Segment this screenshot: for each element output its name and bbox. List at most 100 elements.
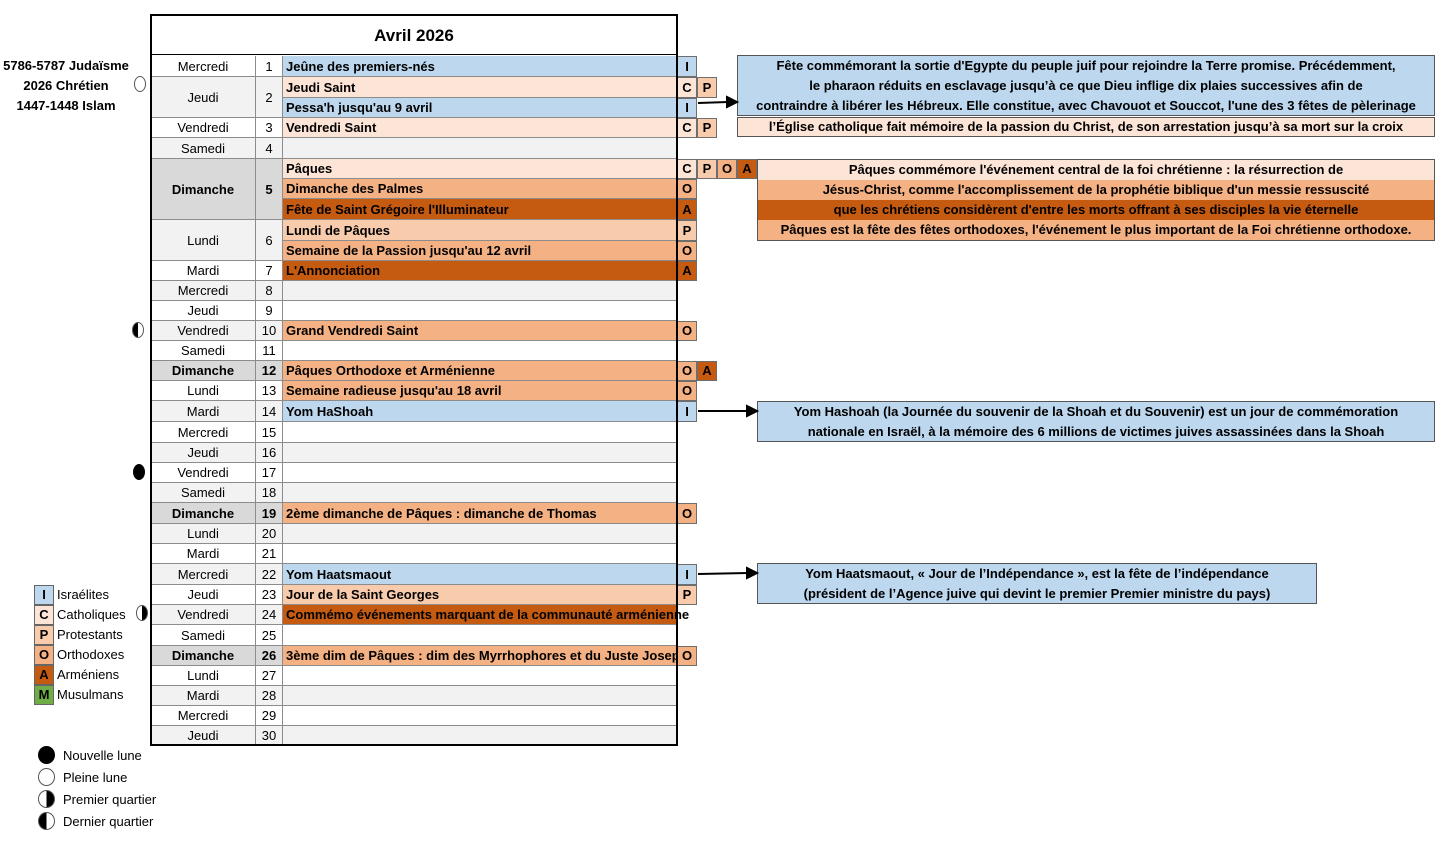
note-yom-hashoah: Yom Hashoah (la Journée du souvenir de l… [757,401,1435,442]
event-cell: Lundi de Pâques [283,220,677,241]
day-number-cell: 8 [256,281,283,301]
day-number-cell: 4 [256,138,283,159]
full-moon-icon [38,768,55,786]
religion-code-badge: P [697,77,717,98]
day-number-cell: 28 [256,686,283,706]
note-pessah-line-1: Fête commémorant la sortie d'Egypte du p… [776,58,1396,73]
day-name-cell: Vendredi [151,321,256,341]
religion-code-badge: C [677,118,697,138]
day-number-cell: 24 [256,605,283,625]
note-paques-line-3: que les chrétiens considèrent d'entre le… [758,200,1434,220]
day-name-cell: Vendredi [151,463,256,483]
day-number-cell: 10 [256,321,283,341]
day-number-cell: 20 [256,524,283,544]
legend-label: Arméniens [57,667,120,682]
arrow-yom-hashoah-head [746,404,760,418]
first-quarter-icon [38,790,55,808]
day-number-cell: 13 [256,381,283,401]
event-cell: Semaine radieuse jusqu'au 18 avril [283,381,677,401]
day-number-cell: 30 [256,726,283,746]
year-christian: 2026 Chrétien [23,78,109,93]
legend-label: Israélites [57,587,110,602]
day-name-cell: Mardi [151,544,256,564]
day-name-cell: Mercredi [151,56,256,77]
event-cell: Pâques Orthodoxe et Arménienne [283,361,677,381]
day-name-cell: Mercredi [151,564,256,585]
day-name-cell: Samedi [151,625,256,646]
day-name-cell: Samedi [151,341,256,361]
last-quarter-icon [132,322,144,338]
day-name-cell: Samedi [151,483,256,503]
event-cell: L'Annonciation [283,261,677,281]
note-pessah: Fête commémorant la sortie d'Egypte du p… [737,55,1435,116]
event-cell: Jour de la Saint Georges [283,585,677,605]
moon-legend-label: Premier quartier [63,792,157,807]
note-paques-line-1: Pâques commémore l'événement central de … [758,160,1434,180]
day-number-cell: 19 [256,503,283,524]
day-number-cell: 25 [256,625,283,646]
day-name-cell: Mercredi [151,422,256,443]
arrow-yom-haatsmaout [697,572,749,575]
first-quarter-icon [136,605,148,621]
note-yom-haatsmaout: Yom Haatsmaout, « Jour de l’Indépendance… [757,563,1317,604]
last-quarter-icon [38,812,55,830]
event-cell: Yom HaShoah [283,401,677,422]
event-cell: 2ème dimanche de Pâques : dimanche de Th… [283,503,677,524]
day-name-cell: Lundi [151,220,256,261]
day-number-cell: 29 [256,706,283,726]
legend-color-swatch: P [34,625,54,645]
day-number-cell: 9 [256,301,283,321]
day-name-cell: Jeudi [151,585,256,605]
day-name-cell: Mardi [151,261,256,281]
day-number-cell: 6 [256,220,283,261]
day-number-cell: 18 [256,483,283,503]
legend-color-swatch: A [34,665,54,685]
religion-code-badge: A [737,159,757,179]
day-number-cell: 5 [256,159,283,220]
year-judaism: 5786-5787 Judaïsme [3,58,129,73]
day-name-cell: Jeudi [151,443,256,463]
day-number-cell: 21 [256,544,283,564]
religion-code-badge: P [697,159,717,179]
day-number-cell: 23 [256,585,283,605]
arrow-pessah-head [726,95,740,109]
religion-code-badge: P [697,118,717,138]
note-vendredi-saint: l’Église catholique fait mémoire de la p… [737,117,1435,137]
legend-color-swatch: O [34,645,54,665]
day-name-cell: Samedi [151,138,256,159]
day-name-cell: Vendredi [151,118,256,138]
note-yom-hashoah-line-2: nationale en Israël, à la mémoire des 6 … [807,424,1385,439]
day-number-cell: 14 [256,401,283,422]
legend-color-swatch: C [34,605,54,625]
legend-color-swatch: M [34,685,54,705]
day-name-cell: Dimanche [151,503,256,524]
day-number-cell: 2 [256,77,283,118]
moon-legend-label: Dernier quartier [63,814,154,829]
day-number-cell: 3 [256,118,283,138]
new-moon-icon [38,746,55,764]
note-paques-line-2: Jésus-Christ, comme l'accomplissement de… [758,180,1434,200]
event-cell: Pâques [283,159,677,179]
event-cell: Jeûne des premiers-nés [283,56,677,77]
day-name-cell: Dimanche [151,646,256,666]
moon-legend-label: Nouvelle lune [63,748,142,763]
year-islam: 1447-1448 Islam [16,98,116,113]
day-name-cell: Dimanche [151,361,256,381]
note-pessah-line-3: contraindre à libérer les Hébreux. Elle … [756,98,1416,113]
calendar-title: Avril 2026 [150,14,678,55]
day-name-cell: Jeudi [151,726,256,746]
note-pessah-line-2: le pharaon réduits en esclavage jusqu’à … [809,78,1363,93]
event-cell: Vendredi Saint [283,118,677,138]
legend-color-swatch: I [34,585,54,605]
new-moon-icon [133,464,145,480]
day-name-cell: Lundi [151,666,256,686]
legend-label: Catholiques [57,607,126,622]
day-number-cell: 11 [256,341,283,361]
note-yom-hashoah-line-1: Yom Hashoah (la Journée du souvenir de l… [793,404,1399,419]
note-yom-haatsmaout-line-1: Yom Haatsmaout, « Jour de l’Indépendance… [805,566,1269,581]
day-name-cell: Dimanche [151,159,256,220]
religion-code-badge: O [717,159,737,179]
note-paques-line-4: Pâques est la fête des fêtes orthodoxes,… [758,220,1434,240]
note-paques: Pâques commémore l'événement central de … [757,159,1435,241]
